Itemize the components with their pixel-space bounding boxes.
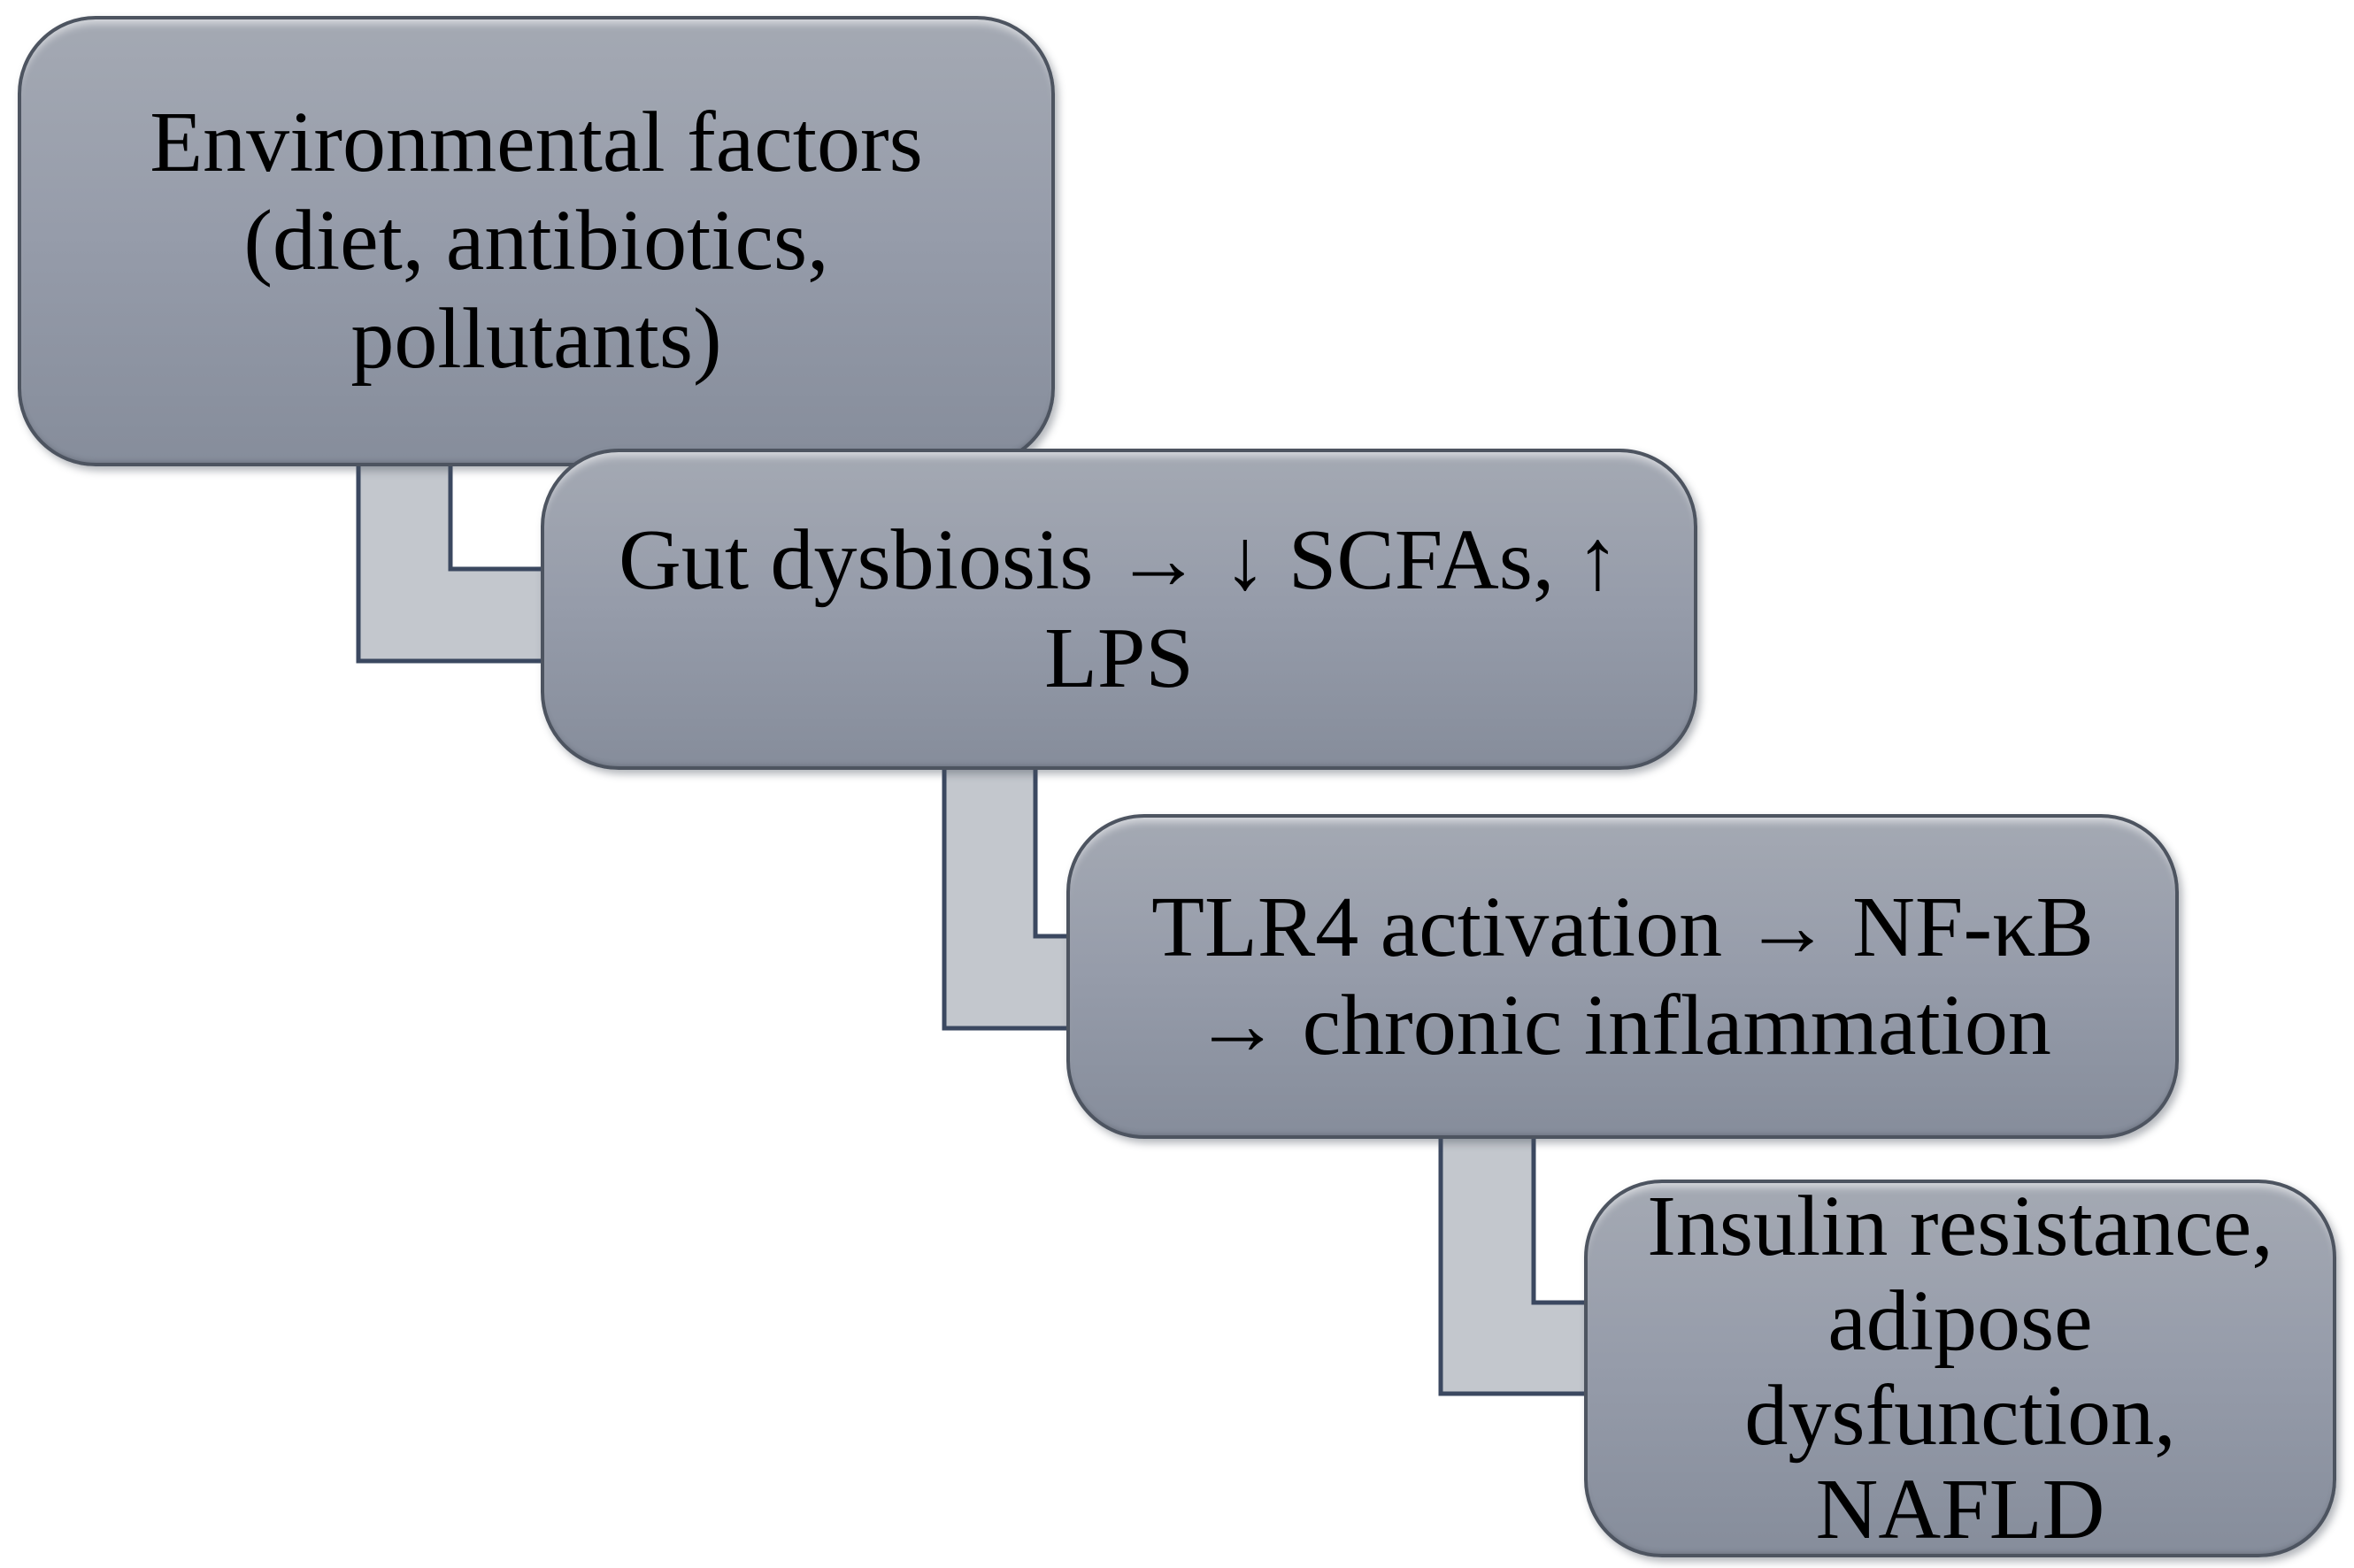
flow-box-insulin-resistance: Insulin resistance, adipose dysfunction,… (1584, 1180, 2336, 1557)
box-text-line: NAFLD (1815, 1462, 2105, 1558)
box-text-line: Environmental factors (150, 95, 923, 191)
box-text-line: adipose (1827, 1272, 2093, 1369)
box-text-line: (diet, antibiotics, (243, 193, 829, 289)
box-text-line: Gut dysbiosis → ↓ SCFAs, ↑ (619, 511, 1619, 608)
flow-box-tlr4-activation: TLR4 activation → NF-κB → chronic inflam… (1066, 814, 2179, 1139)
box-text-line: Insulin resistance, (1647, 1178, 2273, 1274)
box-text-line: LPS (1044, 610, 1194, 706)
flow-box-environmental-factors: Environmental factors (diet, antibiotics… (18, 16, 1055, 466)
connector-gut-to-tlr4 (942, 760, 1079, 1031)
box-text-line: → chronic inflammation (1194, 977, 2051, 1073)
flow-box-gut-dysbiosis: Gut dysbiosis → ↓ SCFAs, ↑ LPS (541, 449, 1697, 770)
connector-tlr4-to-insulin (1438, 1129, 1597, 1396)
box-text-line: TLR4 activation → NF-κB (1151, 879, 2094, 975)
connector-environmental-to-gut (356, 457, 547, 664)
box-text-line: dysfunction, (1744, 1367, 2176, 1464)
box-text-line: pollutants) (350, 290, 722, 387)
